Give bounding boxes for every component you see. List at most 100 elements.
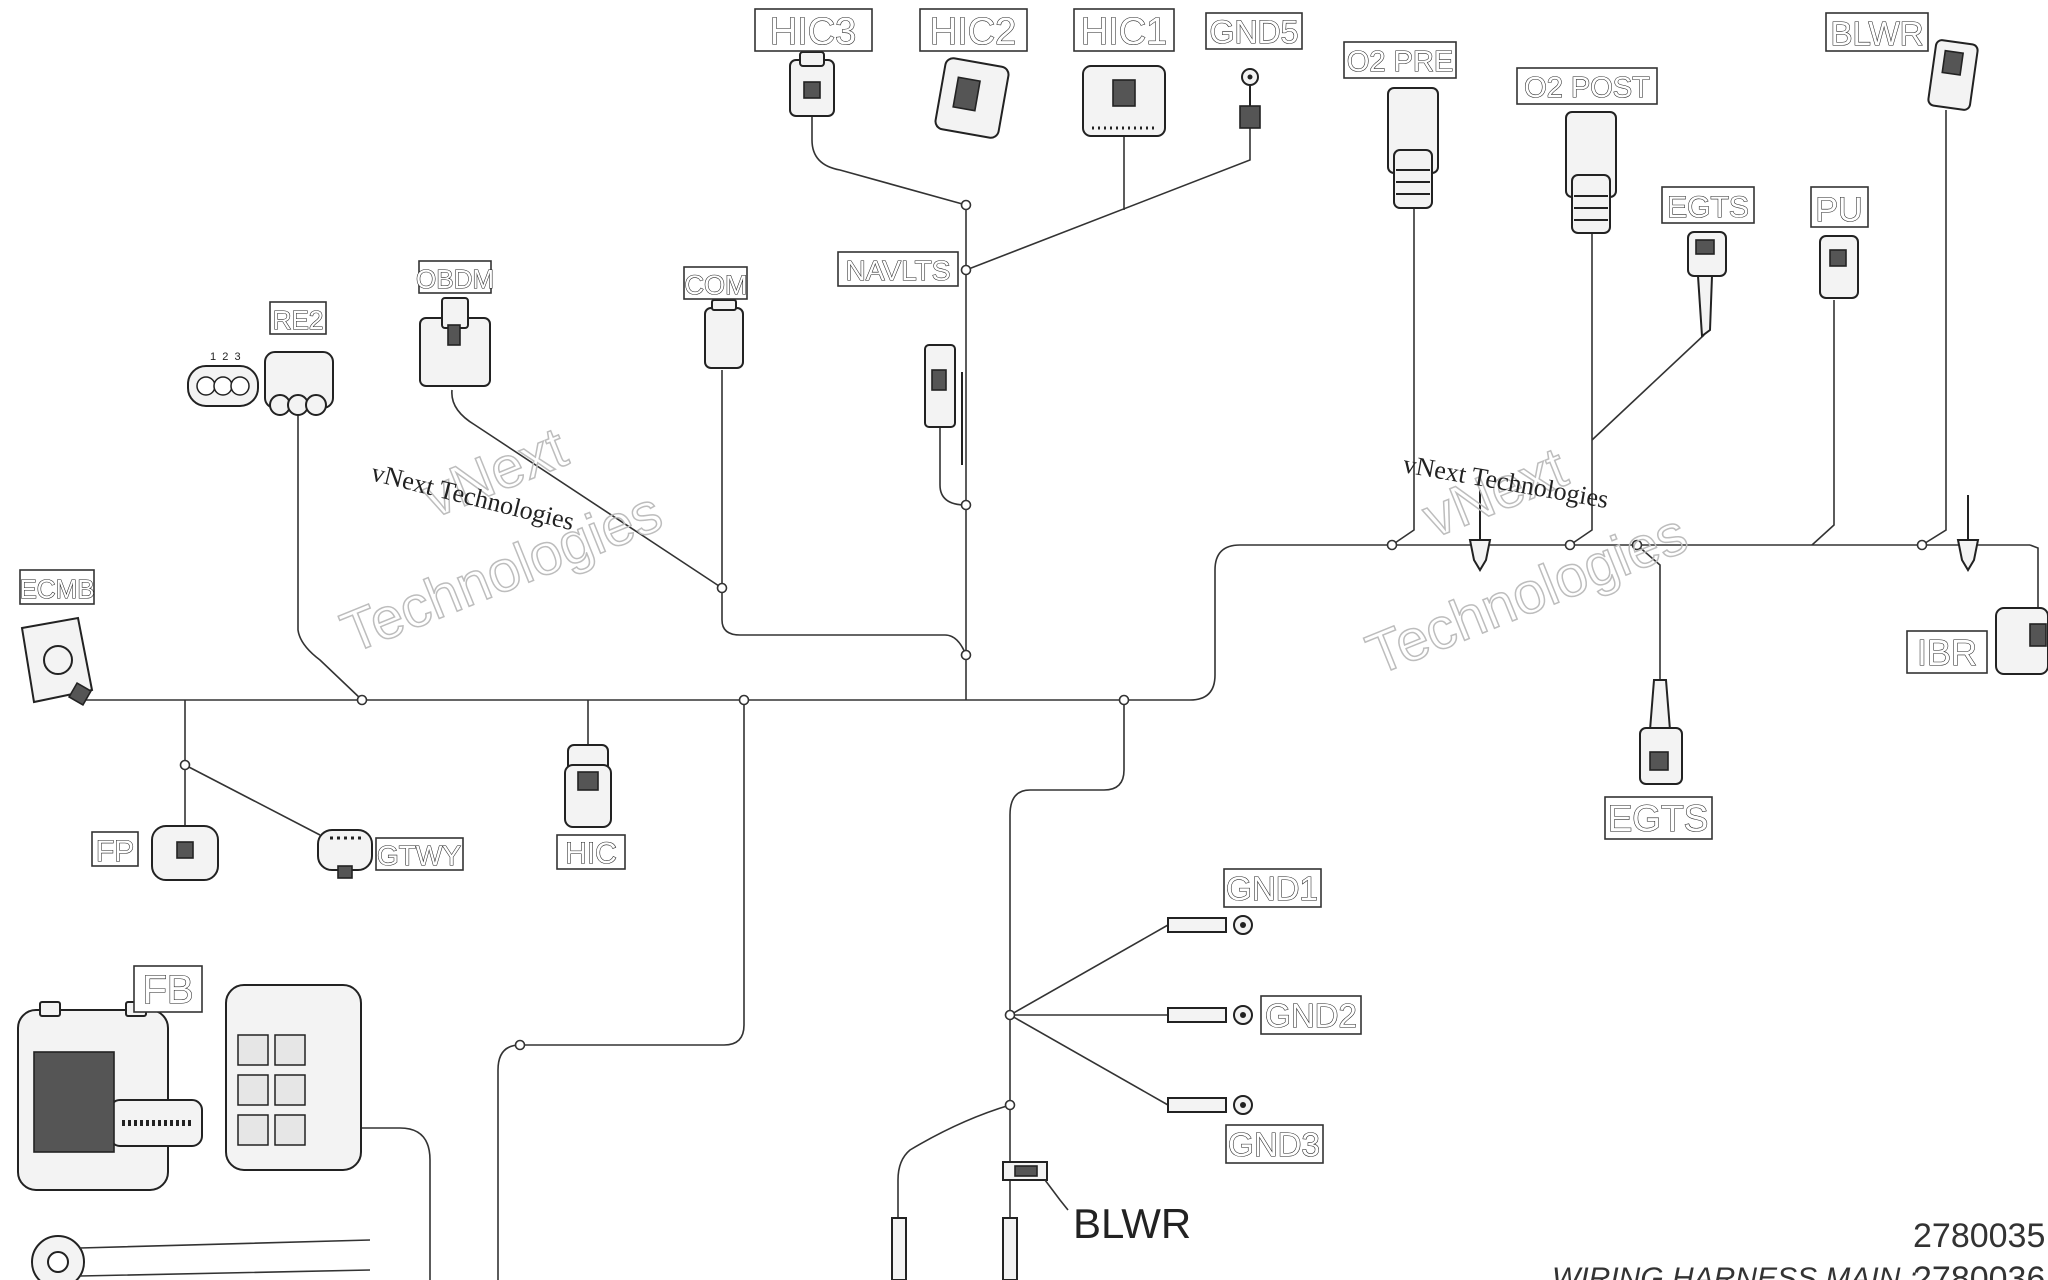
watermarks: vNext Technologies vNext Technologies vN… <box>332 414 1697 688</box>
gnd1-wire <box>1009 924 1169 1016</box>
com-label: COM <box>685 270 748 300</box>
com-label-box <box>683 266 748 300</box>
gnd3-label: GND3 <box>1228 1126 1320 1163</box>
ecmb-label-box <box>19 569 95 605</box>
gnd1-label-box <box>1223 868 1322 908</box>
egts-top-label: EGTS <box>1667 191 1749 224</box>
junction-node <box>960 649 972 661</box>
o2post-label-box <box>1516 67 1658 105</box>
hic2-label: HIC2 <box>930 11 1017 53</box>
junction-node <box>738 694 750 706</box>
obdm-branch-wire <box>451 389 723 589</box>
main-trunk-wire <box>80 544 2030 701</box>
re2-label-box <box>269 301 327 335</box>
junction-node <box>356 694 368 706</box>
blwr-top-label-box <box>1825 12 1929 52</box>
egts-bottom-label-box <box>1604 796 1713 840</box>
gtwy-label-box <box>375 837 464 871</box>
gnd2-label-box <box>1260 995 1362 1035</box>
navlts-label: NAVLTS <box>846 255 951 286</box>
gnd2-terminal <box>1167 1005 1253 1025</box>
gnd5-branch-wire <box>965 118 1251 271</box>
blwr-top-connector <box>1927 39 1979 111</box>
obdm-connector <box>419 297 491 387</box>
pu-label: PU <box>1815 191 1862 229</box>
bottom-stub-terminals <box>891 1217 1018 1280</box>
junction-node <box>960 199 972 211</box>
gnd3-label-box <box>1225 1124 1324 1164</box>
o2pre-wire <box>1391 205 1415 546</box>
o2post-sensor <box>1565 111 1617 234</box>
harness-wires <box>80 110 2039 1280</box>
gtwy-label: GTWY <box>377 840 461 871</box>
gnd5-connector <box>1239 68 1261 129</box>
re2-pin-numbers: 1 2 3 <box>210 351 241 363</box>
ibr-connector <box>1995 607 2048 675</box>
gtwy-connector <box>317 829 373 879</box>
hic-label-box <box>556 834 626 870</box>
inline-sensor-2 <box>1956 495 1980 572</box>
junction-node <box>960 264 972 276</box>
ibr-wire <box>2029 544 2039 610</box>
navlts-label-box <box>837 251 959 287</box>
gnd3-wire <box>1009 1014 1169 1106</box>
o2post-label: O2 POST <box>1524 72 1650 104</box>
junction-node <box>514 1039 526 1051</box>
gnd2-label: GND2 <box>1265 997 1357 1034</box>
junction-node <box>1118 694 1130 706</box>
hic3-label: HIC3 <box>770 11 857 53</box>
fp-connector <box>151 825 219 881</box>
com-branch-wire <box>721 370 967 656</box>
junction-node <box>1004 1009 1016 1021</box>
egts-bottom-label: EGTS <box>1608 798 1709 839</box>
re2-branch-wire <box>297 410 363 701</box>
junction-node <box>1631 539 1643 551</box>
footer: 2780035 2780036 WIRING HARNESS MAIN : <box>1552 1217 2045 1280</box>
fp-label-box <box>91 831 139 867</box>
hic3-connector <box>789 51 835 117</box>
egts-top-sensor <box>1687 231 1727 338</box>
o2post-wire <box>1569 232 1593 546</box>
egts-top-label-box <box>1661 186 1755 224</box>
hic1-connector <box>1082 65 1166 137</box>
egts-bottom-wire <box>1636 544 1661 680</box>
o2pre-label: O2 PRE <box>1347 46 1453 78</box>
pu-wire <box>1811 300 1835 546</box>
hic3-label-box <box>754 8 873 52</box>
junction-node <box>1916 539 1928 551</box>
pu-connector <box>1819 235 1859 299</box>
egts-bottom-sensor <box>1639 679 1683 785</box>
junction-node <box>179 759 191 771</box>
gnd5-label-box <box>1205 12 1303 50</box>
junction-node <box>1386 539 1398 551</box>
ring-terminal <box>31 1235 371 1280</box>
o2pre-label-box <box>1343 41 1457 79</box>
obdm-label-box <box>418 260 492 294</box>
junction-node <box>960 499 972 511</box>
fb-branch-wire <box>497 700 745 1280</box>
part-number-1: 2780035 <box>1913 1217 2045 1255</box>
blwr-bottom-wire <box>897 1104 1011 1218</box>
ecmb-label: ECMB <box>19 574 94 604</box>
gnd1-label: GND1 <box>1226 870 1318 907</box>
com-connector <box>704 299 744 369</box>
gnd5-label: GND5 <box>1210 14 1299 50</box>
ibr-label: IBR <box>1917 632 1977 673</box>
fp-label: FP <box>96 835 134 868</box>
ecmb-connector <box>20 616 94 707</box>
fb-fuse-box <box>17 984 362 1191</box>
fb-label: FB <box>142 968 193 1012</box>
obdm-label: OBDM <box>416 264 494 294</box>
gnd1-terminal <box>1167 915 1253 935</box>
hic1-label-box <box>1073 8 1175 52</box>
part-number-2: 2780036 <box>1913 1260 2045 1280</box>
hic2-label-box <box>919 8 1028 52</box>
fb-lower-wire <box>355 1127 431 1280</box>
blwr-top-label: BLWR <box>1831 15 1924 52</box>
gtwy-branch-wire <box>184 764 321 836</box>
junction-nodes <box>179 199 1928 1111</box>
labels: HIC3 HIC2 HIC1 GND5 O2 PRE O2 POST BLWR … <box>19 8 1988 1247</box>
re2-label: RE2 <box>273 305 324 335</box>
junction-node <box>1564 539 1576 551</box>
